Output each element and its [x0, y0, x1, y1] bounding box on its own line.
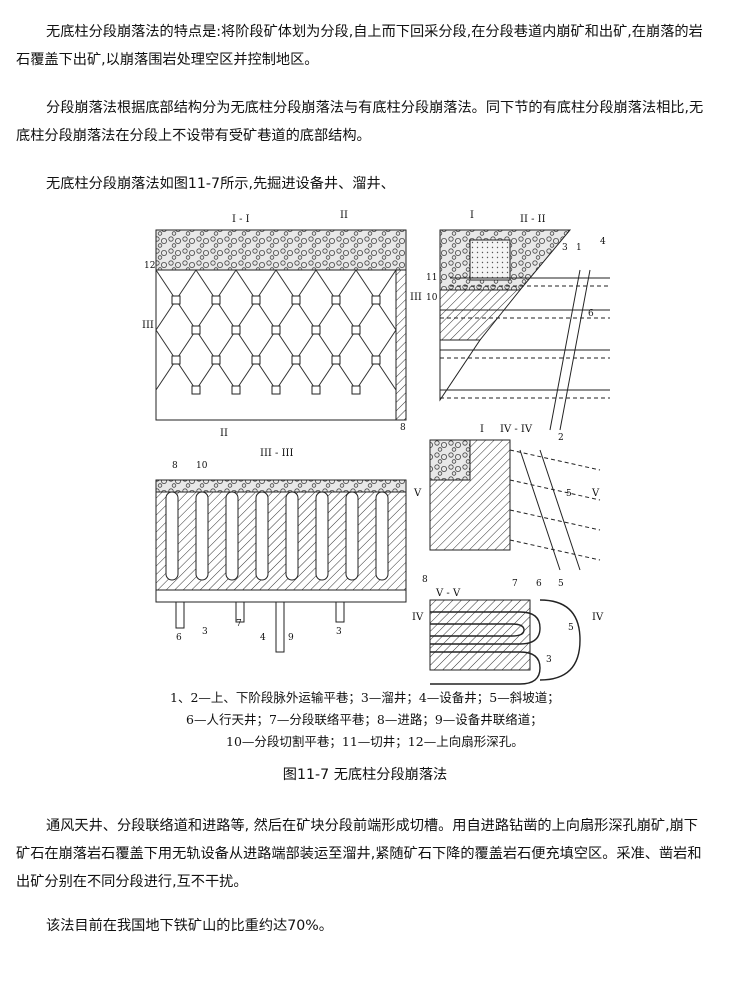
figure-legend: 1、2—上、下阶段脉外运输平巷；3—溜井；4—设备井；5—斜坡道； 6—人行天井… [170, 690, 560, 749]
section-3-3: III - III 8 10 6 3 7 4 9 3 [155, 448, 407, 653]
marker-V-left: V [413, 488, 422, 499]
label-8-mid: 8 [172, 461, 178, 471]
footwall-zone [439, 339, 481, 402]
figure-11-7: I - I II 12 III III 8 II I II - II [140, 200, 620, 752]
section-label-3-3: III - III [260, 448, 293, 459]
label-7-left: 7 [236, 619, 242, 629]
paragraph-usage: 该法目前在我国地下铁矿山的比重约达70%。 [46, 918, 333, 934]
label-11: 11 [426, 273, 437, 283]
label-12: 12 [144, 261, 155, 271]
legend-line-2: 6—人行天井；7—分段联络平巷；8—进路；9—设备井联络道； [186, 712, 543, 727]
section-label-2-2: II - II [520, 214, 546, 225]
hanging-wall [439, 289, 522, 341]
section-4-4: IV - IV V V 5 [413, 424, 601, 571]
section-2-2: I II - II 3 1 4 11 10 6 2 I [426, 210, 610, 443]
label-3-bottom: 3 [546, 655, 552, 665]
label-5-mid: 5 [558, 579, 564, 589]
marker-V-right: V [591, 488, 600, 499]
sublevel-haulage-drift [155, 589, 407, 603]
legend-line-1: 1、2—上、下阶段脉外运输平巷；3—溜井；4—设备井；5—斜坡道； [170, 690, 560, 705]
marker-III-right: III [410, 292, 422, 303]
broken-ore-zone [469, 239, 511, 281]
sublevel-drifts [440, 269, 610, 431]
cutting-drift [155, 479, 407, 493]
rock-cover-small [429, 439, 471, 481]
label-6-right: 6 [536, 579, 542, 589]
label-4-bottom: 4 [260, 633, 266, 643]
label-5-bottom: 5 [568, 623, 574, 633]
label-4-top: 4 [600, 237, 606, 247]
label-9: 9 [288, 633, 294, 643]
label-8-bottom: 8 [422, 575, 428, 585]
label-8-top: 8 [400, 423, 406, 433]
figure-caption: 图11-7 无底柱分段崩落法 [282, 767, 448, 783]
marker-I-bottom: I [480, 424, 484, 435]
label-2: 2 [558, 433, 564, 443]
label-3-right: 3 [336, 627, 342, 637]
raise-shaft [395, 269, 407, 421]
ramp-lines [509, 449, 601, 571]
label-3-top: 3 [562, 243, 568, 253]
ore-block [155, 269, 407, 421]
label-6-bottom: 6 [176, 633, 182, 643]
access-drifts [165, 491, 389, 581]
marker-II-bottom: II [220, 428, 228, 439]
label-3-left: 3 [202, 627, 208, 637]
legend-line-3: 10—分段切割平巷；11—切井；12—上向扇形深孔。 [226, 734, 524, 749]
label-7-right: 7 [512, 579, 518, 589]
label-1: 1 [576, 243, 582, 253]
shafts-below [175, 601, 345, 653]
marker-I-top: I [470, 210, 474, 221]
section-label-4-4: IV - IV [500, 424, 533, 435]
drift-openings [171, 295, 381, 395]
paragraph-figure-reference: 无底柱分段崩落法如图11-7所示,先掘进设备井、溜井、 [46, 176, 395, 192]
fan-holes-row-1 [155, 269, 397, 301]
label-6-top: 6 [588, 309, 594, 319]
marker-IV-left: IV [412, 612, 424, 623]
label-10-mid: 10 [196, 461, 208, 471]
label-5-top: 5 [566, 489, 572, 499]
caved-rock-cover [155, 229, 407, 271]
mining-method-diagram: I - I II 12 III III 8 II I II - II [142, 210, 610, 749]
loop-drifts [430, 599, 581, 685]
section-5-5: 8 V - V 7 6 5 IV IV 5 3 [412, 575, 604, 685]
label-10-top: 10 [426, 293, 438, 303]
paragraph-procedure: 通风天井、分段联络道和进路等, 然后在矿块分段前端形成切槽。用自进路钻凿的上向扇… [16, 818, 702, 890]
section-label-5-5: V - V [435, 588, 461, 599]
ore-plan [155, 479, 407, 591]
marker-II-top: II [340, 210, 348, 221]
section-label-1-1: I - I [232, 214, 250, 225]
marker-IV-right: IV [592, 612, 604, 623]
paragraph-classification: 分段崩落法根据底部结构分为无底柱分段崩落法与有底柱分段崩落法。同下节的有底柱分段… [16, 100, 704, 144]
paragraph-intro: 无底柱分段崩落法的特点是:将阶段矿体划为分段,自上而下回采分段,在分段巷道内崩矿… [16, 24, 703, 68]
level-plan [429, 599, 531, 671]
marker-III-left: III [142, 320, 154, 331]
section-1-1: I - I II 12 III III 8 II [142, 210, 422, 439]
